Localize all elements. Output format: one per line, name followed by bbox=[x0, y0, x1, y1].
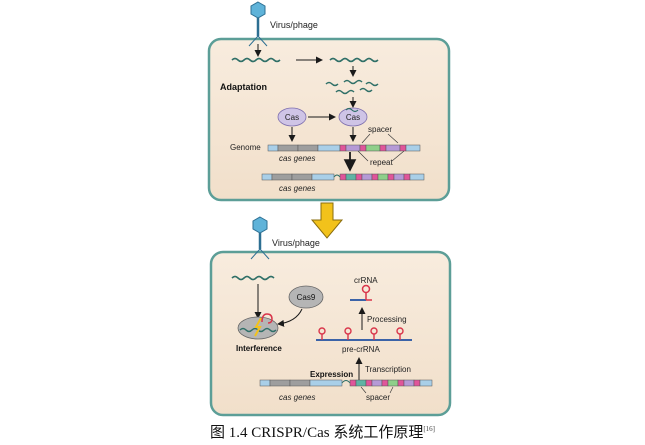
virus-label-bottom: Virus/phage bbox=[272, 238, 320, 248]
cas-protein-2 bbox=[338, 107, 368, 127]
spacer-label-top: spacer bbox=[368, 125, 392, 134]
cas-protein-1 bbox=[277, 107, 307, 127]
cas-genes-label-bottom: cas genes bbox=[279, 393, 315, 402]
crrna-icon bbox=[350, 284, 372, 301]
dna-fragments bbox=[325, 79, 379, 95]
viral-dna-1 bbox=[231, 57, 281, 63]
stage-adaptation: Adaptation bbox=[220, 82, 267, 92]
viral-dna-2 bbox=[329, 57, 379, 63]
viral-dna-bottom bbox=[231, 275, 275, 281]
transition-arrow-icon bbox=[310, 202, 344, 239]
pre-crrna-label: pre-crRNA bbox=[342, 345, 380, 354]
cas9-protein bbox=[288, 285, 324, 309]
caption-text: 图 1.4 CRISPR/Cas 系统工作原理 bbox=[209, 425, 424, 441]
cas-label-2: Cas bbox=[346, 113, 360, 122]
genome-bar-bottom bbox=[259, 379, 433, 387]
bottom-panel: Virus/phage Cas9 Interference crRNA Proc… bbox=[209, 216, 452, 417]
figure-caption: 图 1.4 CRISPR/Cas 系统工作原理[16] bbox=[0, 421, 645, 442]
crrna-label: crRNA bbox=[354, 276, 378, 285]
genome-label: Genome bbox=[230, 143, 261, 152]
repeat-label: repeat bbox=[370, 158, 393, 167]
genome-bar-top-2 bbox=[261, 173, 425, 181]
cleavage-icon bbox=[254, 317, 262, 337]
genome-bar-top bbox=[267, 144, 421, 152]
stage-expression: Expression bbox=[310, 370, 353, 379]
phage-icon bbox=[248, 1, 268, 47]
stage-interference: Interference bbox=[236, 344, 282, 353]
processing-label: Processing bbox=[367, 315, 407, 324]
cas-label-1: Cas bbox=[285, 113, 299, 122]
phage-icon bbox=[250, 216, 270, 260]
transcription-label: Transcription bbox=[365, 365, 411, 374]
cas-genes-label-2: cas genes bbox=[279, 184, 315, 193]
spacer-label-bottom: spacer bbox=[366, 393, 390, 402]
cas9-label: Cas9 bbox=[297, 293, 316, 302]
arrow-cas9 bbox=[277, 308, 303, 327]
top-panel: Virus/phage Adaptation Cas Cas spacer G bbox=[207, 1, 451, 202]
pre-crrna-icon bbox=[316, 327, 412, 341]
virus-label-top: Virus/phage bbox=[270, 20, 318, 30]
caption-ref: [16] bbox=[423, 425, 436, 433]
cas-genes-label-1: cas genes bbox=[279, 154, 315, 163]
cell-bottom bbox=[209, 250, 452, 417]
